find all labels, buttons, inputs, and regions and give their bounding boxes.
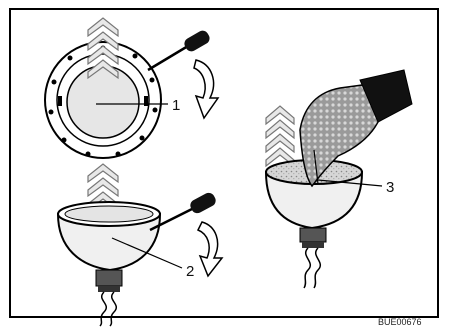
callout-label-2: 2 [186,263,194,280]
figure-code: BUE00676 [378,317,422,327]
callout-label-1: 1 [172,97,180,114]
callout-label-3: 3 [386,179,394,196]
